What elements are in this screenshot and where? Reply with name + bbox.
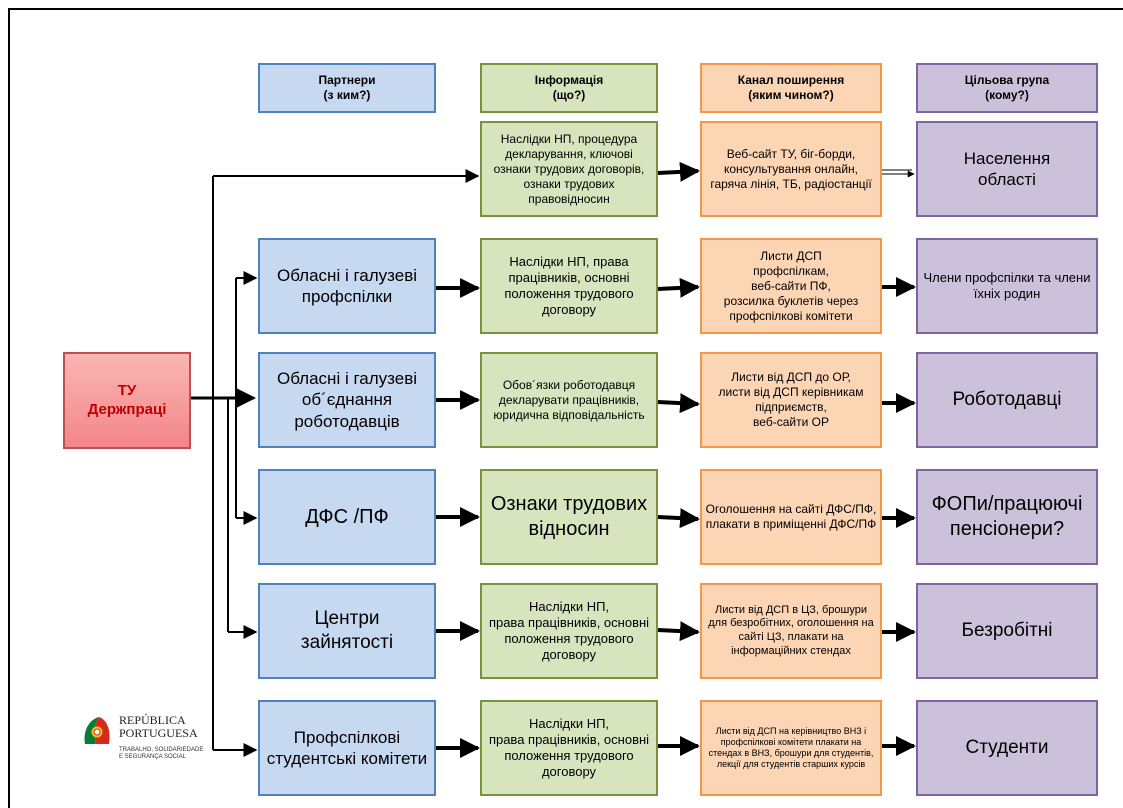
republica-portuguesa-logo: REPÚBLICA PORTUGUESA TRABALHO, SOLIDARIE… xyxy=(82,712,212,772)
header-information: Інформація (що?) xyxy=(480,63,658,113)
channel-box-row-3: Оголошення на сайті ДФС/ПФ, плакати в пр… xyxy=(700,469,882,565)
target-box-row-1: Члени профспілки та члени їхніх родин xyxy=(916,238,1098,334)
info-box-row-1: Наслідки НП, права працівників, основні … xyxy=(480,238,658,334)
logo-line-4: E SEGURANÇA SOCIAL xyxy=(119,754,187,760)
arrow-info-channel-row-4 xyxy=(657,621,700,642)
arrow-info-channel-row-2 xyxy=(657,393,700,414)
arrow-info-channel-row-1 xyxy=(657,277,700,298)
info-box-row-4: Наслідки НП, права працівників, основні … xyxy=(480,583,658,679)
logo-line-2: PORTUGUESA xyxy=(119,726,198,740)
header-channel: Канал поширення (яким чином?) xyxy=(700,63,882,113)
partner-box-row-2: Обласні і галузеві об´єднання роботодавц… xyxy=(258,352,436,448)
info-box-row-0: Наслідки НП, процедура декларування, клю… xyxy=(480,121,658,217)
logo-line-3: TRABALHO, SOLIDARIEDADE xyxy=(119,747,204,753)
logo-subtitle: TRABALHO, SOLIDARIEDADE E SEGURANÇA SOCI… xyxy=(119,747,203,761)
channel-box-row-1: Листи ДСП профспілкам, веб-сайти ПФ, роз… xyxy=(700,238,882,334)
target-box-row-4: Безробітні xyxy=(916,583,1098,679)
channel-box-row-0: Веб-сайт ТУ, біг-борди, консультування о… xyxy=(700,121,882,217)
partner-box-row-3: ДФС /ПФ xyxy=(258,469,436,565)
header-target: Цільова група (кому?) xyxy=(916,63,1098,113)
channel-box-row-4: Листи від ДСП в ЦЗ, брошури для безробіт… xyxy=(700,583,882,679)
partner-box-row-5: Профспілкові студентські комітети xyxy=(258,700,436,796)
partner-box-row-4: Центри зайнятості xyxy=(258,583,436,679)
arrow-info-channel-row-3 xyxy=(657,508,700,529)
channel-box-row-5: Листи від ДСП на керівництво ВНЗ і профс… xyxy=(700,700,882,796)
partner-box-row-1: Обласні і галузеві профспілки xyxy=(258,238,436,334)
slide-frame xyxy=(8,8,1123,808)
info-box-row-3: Ознаки трудових відносин xyxy=(480,469,658,565)
source-box: ТУ Держпраці xyxy=(63,352,191,449)
channel-box-row-2: Листи від ДСП до ОР, листи від ДСП керів… xyxy=(700,352,882,448)
arrow-info-channel-row-0 xyxy=(657,161,700,182)
target-box-row-2: Роботодавці xyxy=(916,352,1098,448)
header-partners: Партнери (з ким?) xyxy=(258,63,436,113)
portugal-emblem-icon xyxy=(84,717,110,744)
logo-line-1: REPÚBLICA xyxy=(119,713,186,727)
target-box-row-0: Населення області xyxy=(916,121,1098,217)
info-box-row-2: Обов´язки роботодавця декларувати праців… xyxy=(480,352,658,448)
target-box-row-3: ФОПи/працюючі пенсіонери? xyxy=(916,469,1098,565)
info-box-row-5: Наслідки НП, права працівників, основні … xyxy=(480,700,658,796)
target-box-row-5: Студенти xyxy=(916,700,1098,796)
